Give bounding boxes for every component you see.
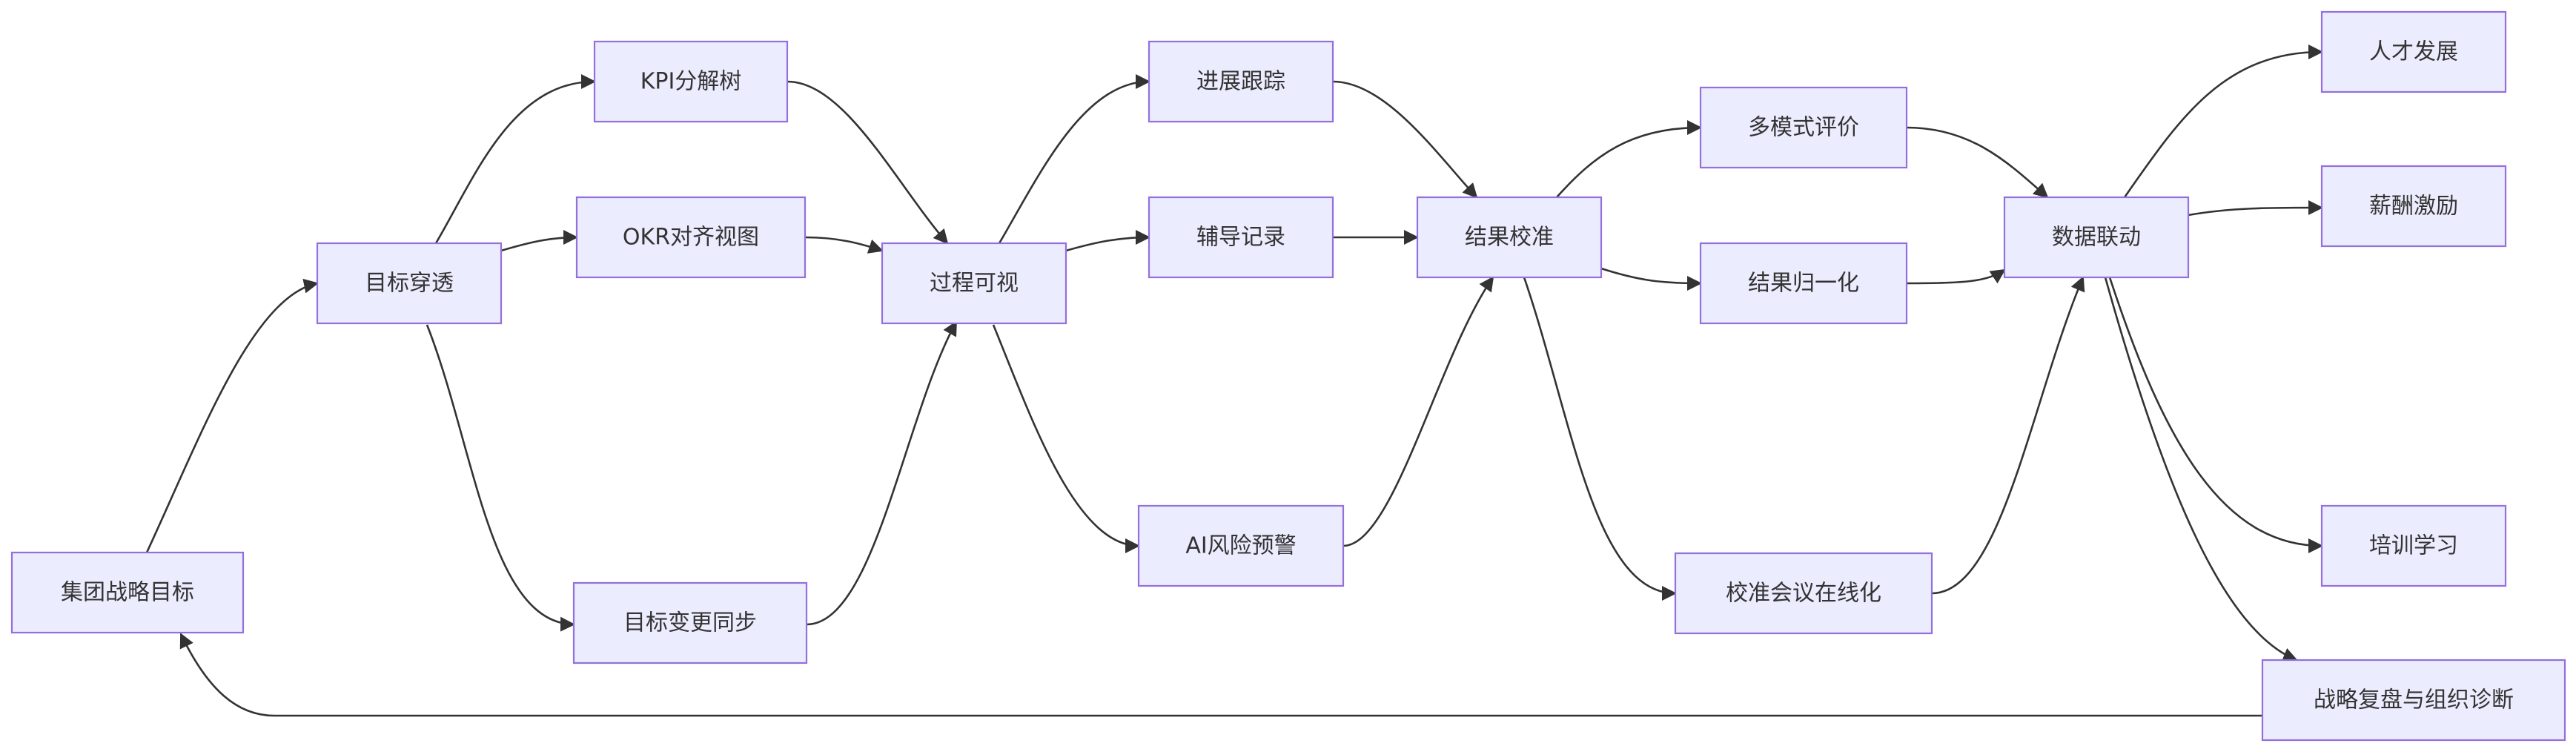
nodes-layer: 集团战略目标 目标穿透 KPI分解树 OKR对齐视图 目标变更同步 过程可视 进… [10, 10, 2566, 742]
node-label: 目标穿透 [365, 271, 454, 297]
node-training-learning[interactable]: 培训学习 [2320, 504, 2507, 587]
node-label: 校准会议在线化 [1726, 581, 1881, 607]
node-label: OKR对齐视图 [623, 225, 759, 251]
edge-goal-cascade-to-okr-view [500, 230, 578, 252]
edge-process-visible-to-coaching-records [1065, 230, 1150, 252]
edge-okr-view-to-process-visible [804, 236, 884, 254]
node-goal-cascade[interactable]: 目标穿透 [316, 242, 503, 325]
node-data-linkage[interactable]: 数据联动 [2003, 196, 2190, 279]
node-goal-change-sync[interactable]: 目标变更同步 [572, 581, 808, 664]
node-compensation-incentive[interactable]: 薪酬激励 [2320, 165, 2507, 248]
node-process-visible[interactable]: 过程可视 [881, 242, 1067, 325]
node-label: 结果校准 [1465, 225, 1554, 251]
node-label: 数据联动 [2052, 225, 2141, 251]
edge-result-calibration-to-multi-mode-eval [1556, 120, 1702, 198]
node-label: 培训学习 [2369, 533, 2458, 559]
node-label: 人才发展 [2369, 39, 2458, 65]
node-calibration-meeting-online[interactable]: 校准会议在线化 [1674, 552, 1933, 635]
node-coaching-records[interactable]: 辅导记录 [1148, 196, 1334, 279]
edges-layer [145, 44, 2323, 717]
edge-goal-cascade-to-kpi-tree [434, 74, 596, 244]
edge-progress-tracking-to-result-calibration [1332, 80, 1478, 199]
node-result-calibration[interactable]: 结果校准 [1416, 196, 1603, 279]
edge-result-normalization-to-data-linkage [1906, 268, 2006, 285]
edge-kpi-tree-to-process-visible [787, 80, 949, 245]
edge-data-linkage-to-talent-development [2123, 44, 2323, 198]
node-result-normalization[interactable]: 结果归一化 [1699, 242, 1908, 325]
node-label: 目标变更同步 [623, 610, 757, 636]
edge-multi-mode-eval-to-data-linkage [1906, 126, 2049, 199]
node-label: 结果归一化 [1748, 271, 1859, 297]
edge-process-visible-to-progress-tracking [998, 74, 1150, 244]
node-kpi-tree[interactable]: KPI分解树 [593, 40, 789, 123]
node-group-strategy[interactable]: 集团战略目标 [10, 551, 245, 634]
edge-ai-risk-alert-to-result-calibration [1342, 276, 1494, 547]
node-progress-tracking[interactable]: 进展跟踪 [1148, 40, 1334, 123]
node-label: 薪酬激励 [2369, 194, 2458, 220]
edge-data-linkage-to-compensation-incentive [2188, 200, 2323, 217]
edge-data-linkage-to-strategy-review-diagnosis [2104, 277, 2298, 662]
node-label: AI风险预警 [1185, 533, 1296, 559]
node-label: KPI分解树 [640, 69, 742, 95]
node-label: 战略复盘与组织诊断 [2314, 687, 2514, 713]
edge-goal-change-sync-to-process-visible [806, 320, 958, 626]
edge-strategy-review-diagnosis-to-group-strategy [179, 633, 2262, 717]
node-label: 进展跟踪 [1196, 69, 1285, 95]
node-multi-mode-eval[interactable]: 多模式评价 [1699, 86, 1908, 169]
edge-process-visible-to-ai-risk-alert [992, 324, 1140, 553]
node-okr-view[interactable]: OKR对齐视图 [575, 196, 807, 279]
edge-data-linkage-to-training-learning [2108, 277, 2323, 553]
node-label: 集团战略目标 [61, 580, 194, 606]
node-label: 多模式评价 [1748, 115, 1859, 141]
edge-result-calibration-to-result-normalization [1600, 267, 1702, 291]
edge-group-strategy-to-goal-cascade [145, 278, 319, 553]
edge-goal-cascade-to-goal-change-sync [426, 324, 575, 632]
node-label: 辅导记录 [1196, 225, 1285, 251]
node-label: 过程可视 [930, 271, 1019, 297]
edge-result-calibration-to-calibration-meeting-online [1523, 277, 1677, 601]
node-talent-development[interactable]: 人才发展 [2320, 10, 2507, 93]
node-ai-risk-alert[interactable]: AI风险预警 [1137, 504, 1345, 587]
edge-calibration-meeting-online-to-data-linkage [1931, 276, 2085, 595]
node-strategy-review-diagnosis[interactable]: 战略复盘与组织诊断 [2261, 659, 2566, 742]
